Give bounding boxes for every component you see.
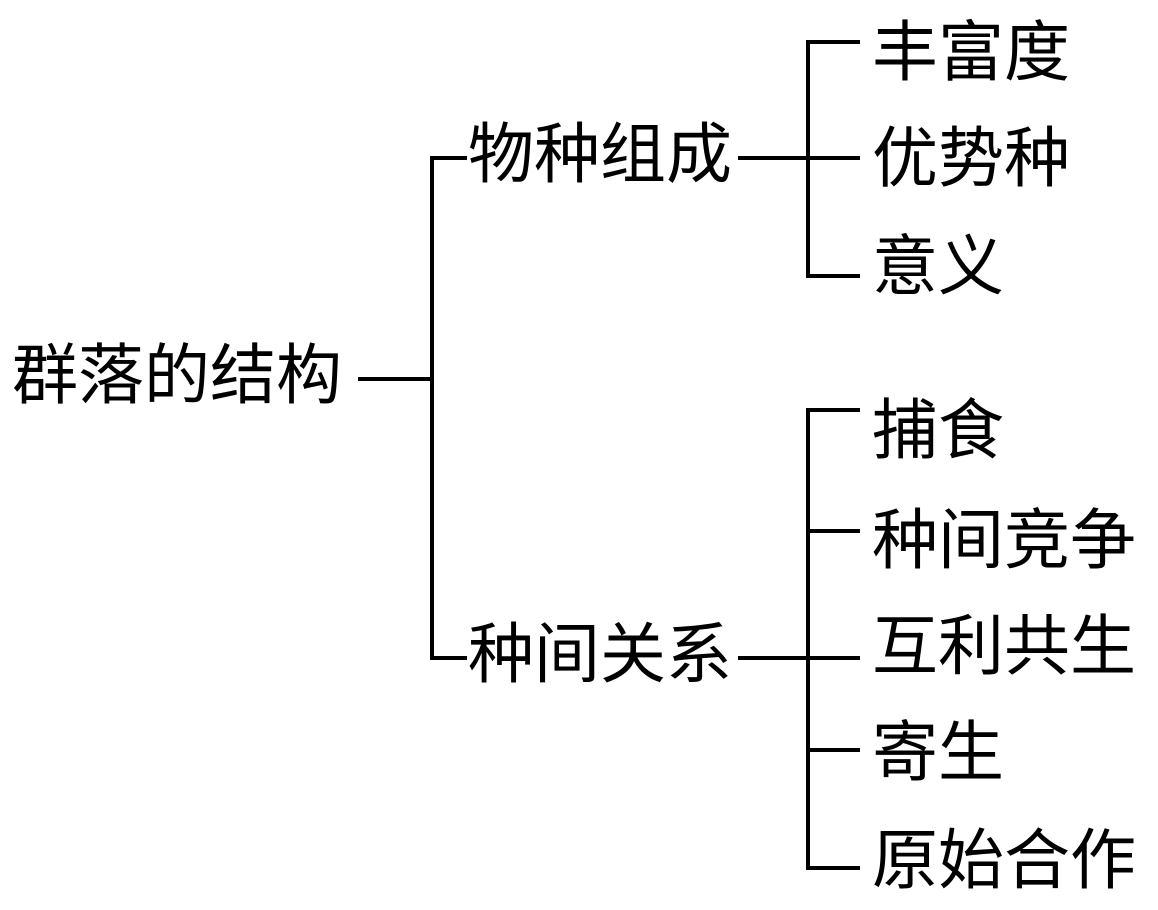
branch-node-relations: 种间关系	[468, 616, 732, 693]
leaf-node-richness: 丰富度	[872, 14, 1070, 91]
branch-node-composition: 物种组成	[468, 116, 732, 193]
leaf-node-mutualism: 互利共生	[872, 608, 1136, 685]
leaf-node-significance: 意义	[872, 228, 1004, 305]
leaf-node-protocooperation: 原始合作	[872, 822, 1136, 899]
leaf-node-parasitism: 寄生	[872, 714, 1004, 791]
leaf-node-competition: 种间竞争	[872, 502, 1136, 579]
root-node: 群落的结构	[12, 337, 342, 414]
leaf-node-predation: 捕食	[872, 392, 1004, 469]
leaf-node-dominant-species: 优势种	[872, 120, 1070, 197]
